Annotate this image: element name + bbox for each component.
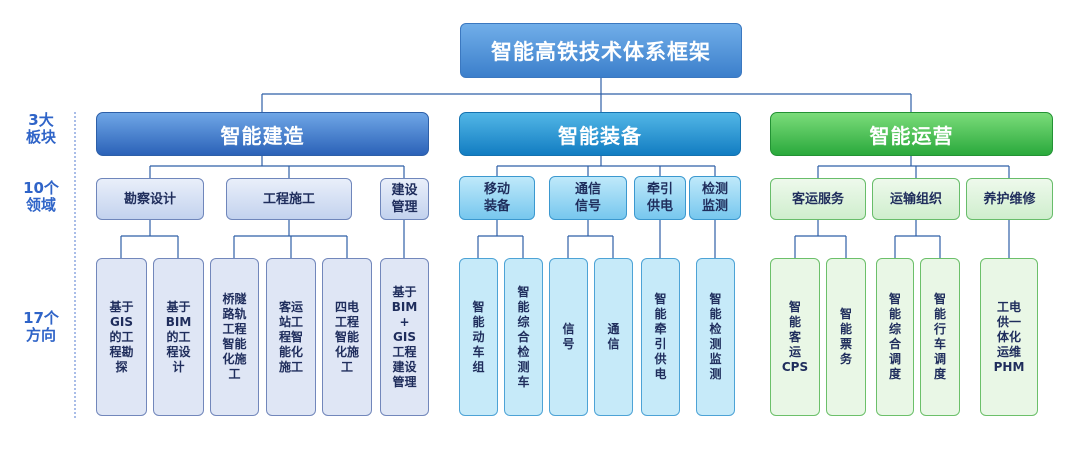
direction-inspection-train: 智 能 综 合 检 测 车 (504, 258, 543, 416)
field-inspection-monitoring: 检测 监测 (689, 176, 741, 220)
label-sectors: 3大 板块 (25, 111, 56, 146)
field-maintenance: 养护维修 (966, 178, 1053, 220)
divider-dotted (74, 112, 76, 418)
direction-smart-ticketing: 智 能 票 务 (826, 258, 866, 416)
direction-train-dispatch: 智 能 行 车 调 度 (920, 258, 960, 416)
root-node: 智能高铁技术体系框架 (460, 23, 742, 78)
field-construction-management: 建设 管理 (380, 178, 429, 220)
direction-smart-emu: 智 能 动 车 组 (459, 258, 498, 416)
direction-signal: 信 号 (549, 258, 588, 416)
direction-bim-gis-management: 基于 BIM + GIS 工程 建设 管理 (380, 258, 429, 416)
direction-phm-maintenance: 工电 供一 体化 运维 PHM (980, 258, 1038, 416)
sector-smart-operation: 智能运营 (770, 112, 1053, 156)
sector-smart-equipment: 智能装备 (459, 112, 741, 156)
sector-smart-construction: 智能建造 (96, 112, 429, 156)
direction-smart-inspection-monitoring: 智 能 检 测 监 测 (696, 258, 735, 416)
direction-bim-design: 基于 BIM 的工 程设 计 (153, 258, 204, 416)
direction-passenger-cps: 智 能 客 运 CPS (770, 258, 820, 416)
direction-smart-traction-power: 智 能 牵 引 供 电 (641, 258, 680, 416)
direction-bridge-tunnel-construction: 桥隧 路轨 工程 智能 化施 工 (210, 258, 259, 416)
direction-communication: 通 信 (594, 258, 633, 416)
field-traction-power: 牵引 供电 (634, 176, 686, 220)
field-mobile-equipment: 移动 装备 (459, 176, 535, 220)
label-fields: 10个 领域 (23, 179, 59, 214)
direction-gis-survey: 基于 GIS 的工 程勘 探 (96, 258, 147, 416)
field-survey-design: 勘察设计 (96, 178, 204, 220)
label-directions: 17个 方向 (23, 309, 59, 344)
field-communication-signal: 通信 信号 (549, 176, 627, 220)
field-transport-organization: 运输组织 (872, 178, 960, 220)
field-construction: 工程施工 (226, 178, 352, 220)
direction-station-construction: 客运 站工 程智 能化 施工 (266, 258, 316, 416)
field-passenger-service: 客运服务 (770, 178, 866, 220)
direction-four-electric-construction: 四电 工程 智能 化施 工 (322, 258, 372, 416)
direction-integrated-dispatch: 智 能 综 合 调 度 (876, 258, 914, 416)
